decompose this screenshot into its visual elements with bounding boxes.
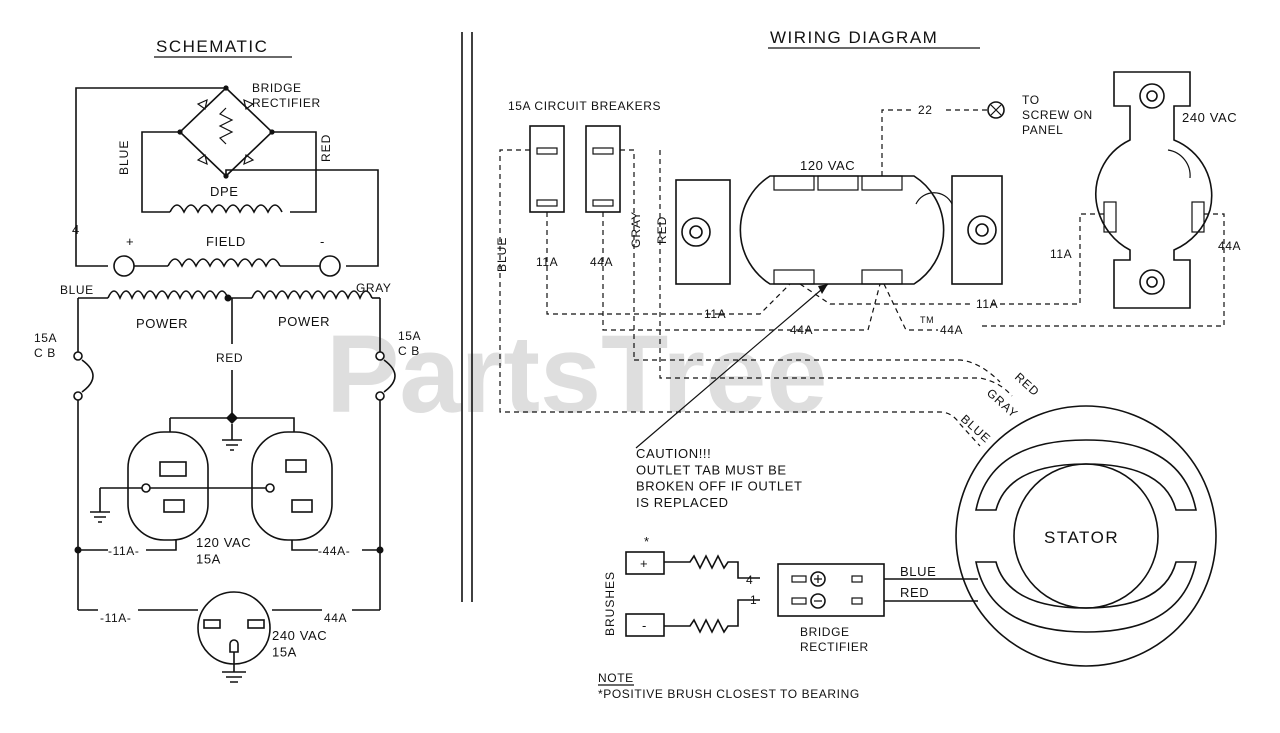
wiring-title: WIRING DIAGRAM xyxy=(770,28,938,47)
wiring-blue-vertical: BLUE xyxy=(495,237,509,272)
stator-red-label: RED xyxy=(1012,370,1042,399)
watermark: PartsTree xyxy=(326,313,827,436)
schematic-title: SCHEMATIC xyxy=(156,37,268,56)
stator-gray-label: GRAY xyxy=(984,386,1021,421)
schematic-outlet-240 xyxy=(197,591,271,683)
brush-plus: + xyxy=(640,556,648,571)
schematic-wire-44a-right: -44A- xyxy=(318,544,350,558)
wiring-tm-mark: TM xyxy=(920,315,934,325)
stator xyxy=(955,405,1217,667)
wiring-240vac-label: 240 VAC xyxy=(1182,110,1237,125)
circuit-breakers xyxy=(529,125,621,213)
schematic-red-center: RED xyxy=(216,351,243,365)
schematic-field-plus: + xyxy=(126,234,134,249)
wiring-receptacle-120 xyxy=(675,175,1003,285)
dpe-coil xyxy=(169,204,283,214)
field-coil xyxy=(167,258,281,268)
schematic-power-left: POWER xyxy=(136,316,188,331)
brush-minus: - xyxy=(642,618,647,633)
note-text: *POSITIVE BRUSH CLOSEST TO BEARING xyxy=(598,687,860,701)
wiring-blue-out: BLUE xyxy=(900,564,936,579)
brushes xyxy=(625,551,760,637)
stator-blue-label: BLUE xyxy=(958,412,994,446)
wiring-brushes-label: BRUSHES xyxy=(603,571,617,636)
wiring-asterisk: * xyxy=(644,534,650,549)
schematic-outlet-120 xyxy=(90,431,333,541)
power-coil-right xyxy=(251,290,373,301)
wiring-120vac-label: 120 VAC xyxy=(800,158,855,173)
wiring-240-11a: 11A xyxy=(1050,247,1072,261)
power-coil-left xyxy=(107,290,229,301)
wiring-receptacle-240 xyxy=(1095,71,1213,309)
wiring-gray-vertical: GRAY xyxy=(629,211,643,248)
schematic-wire-11a-bottom: -11A- xyxy=(100,611,131,625)
wiring-breaker-11a: 11A xyxy=(536,255,558,269)
wiring-wire-22: 22 xyxy=(918,103,933,117)
wiring-red-out: RED xyxy=(900,585,929,600)
schematic-wire-4: 4 xyxy=(72,222,80,237)
schematic-power-right: POWER xyxy=(278,314,330,329)
schematic-field-minus: - xyxy=(320,234,325,249)
schematic-blue-vertical: BLUE xyxy=(117,140,131,175)
wiring-breakers-label: 15A CIRCUIT BREAKERS xyxy=(508,99,661,113)
wiring-run-11a-a: 11A xyxy=(704,307,726,321)
schematic-red-vertical: RED xyxy=(319,134,333,162)
wiring-run-11a-b: 11A xyxy=(976,297,998,311)
schematic-dpe-label: DPE xyxy=(210,184,239,199)
stator-label: STATOR xyxy=(1044,528,1119,547)
schematic-field-label: FIELD xyxy=(206,234,246,249)
schematic-gray-power: GRAY xyxy=(356,281,392,295)
wiring-bridge-rectifier xyxy=(777,563,885,617)
wiring-240-44a: 44A xyxy=(1218,239,1241,253)
wiring-wire-1: 1 xyxy=(750,593,757,607)
wiring-red-vertical: RED xyxy=(655,216,669,244)
wiring-wire-4: 4 xyxy=(746,573,753,587)
wiring-run-44a-a: 44A xyxy=(790,323,813,337)
wiring-section: WIRING DIAGRAM 15A CIRCUIT BREAKERS BLUE… xyxy=(495,28,1241,701)
wiring-breaker-44a: 44A xyxy=(590,255,613,269)
schematic-wire-11a-left: -11A- xyxy=(108,544,139,558)
schematic-blue-power: BLUE xyxy=(60,283,94,297)
schematic-wire-44a-bottom: 44A xyxy=(324,611,347,625)
note-title: NOTE xyxy=(598,671,634,685)
wiring-run-44a-b: 44A xyxy=(940,323,963,337)
